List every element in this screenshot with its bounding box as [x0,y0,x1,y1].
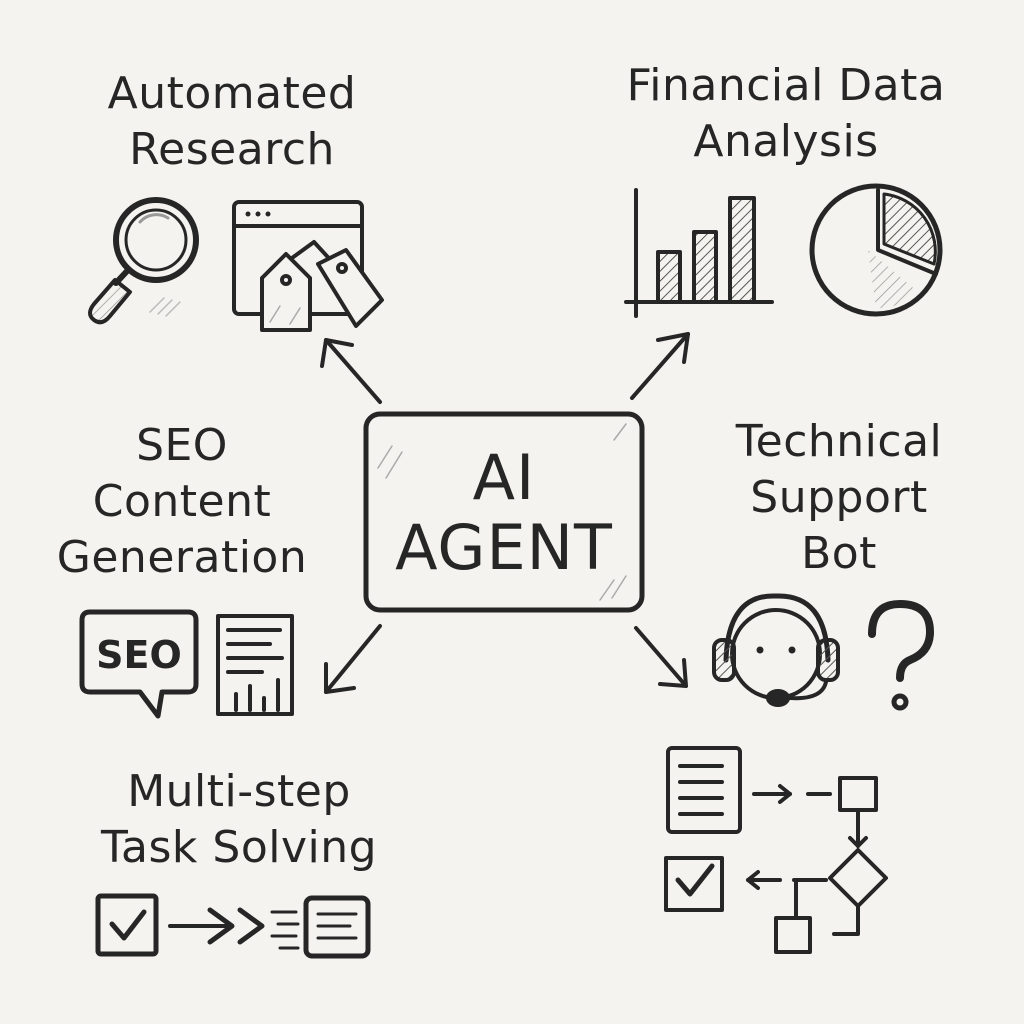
workflow-flowchart-icon [664,746,888,954]
seo-speech-bubble-icon [79,609,199,719]
arrow-to-financial [630,332,690,400]
double-arrow-icon [168,907,265,945]
support-line1: Technical [735,416,943,467]
magnifier-icon [88,197,199,325]
seo-line1: SEO [136,420,228,471]
question-mark-icon [868,600,934,711]
node-financial-data-analysis-label: Financial Data Analysis [600,58,972,170]
arrow-to-seo [324,624,382,694]
arrow-to-research [320,338,382,404]
pie-chart-icon [809,183,943,317]
support-line3: Bot [801,528,877,579]
document-icon [270,895,371,959]
seo-line2: Content [92,476,272,527]
node-technical-support-bot-label: Technical Support Bot [696,414,982,582]
node-seo-content-generation-label: SEO Content Generation [26,418,338,586]
research-line2: Research [129,124,335,175]
price-tags-icon [260,240,384,332]
support-line2: Support [750,472,928,523]
node-automated-research-label: Automated Research [70,66,394,178]
center-label: AI AGENT [366,418,642,608]
multistep-line1: Multi-step [127,766,351,817]
multistep-line2: Task Solving [100,822,378,873]
center-line2: AGENT [395,511,613,584]
center-box [363,411,645,613]
financial-line1: Financial Data [626,60,946,111]
checkbox-icon [95,893,159,957]
seo-line3: Generation [56,532,308,583]
report-document-icon [216,614,294,716]
seo-badge-text: SEO [96,633,182,677]
headset-agent-icon [712,593,840,707]
arrow-to-support [634,626,688,688]
bar-chart-icon [624,188,774,318]
research-line1: Automated [107,68,357,119]
financial-line2: Analysis [693,116,879,167]
center-line1: AI [472,441,536,514]
node-multi-step-task-solving-label: Multi-step Task Solving [74,764,404,876]
